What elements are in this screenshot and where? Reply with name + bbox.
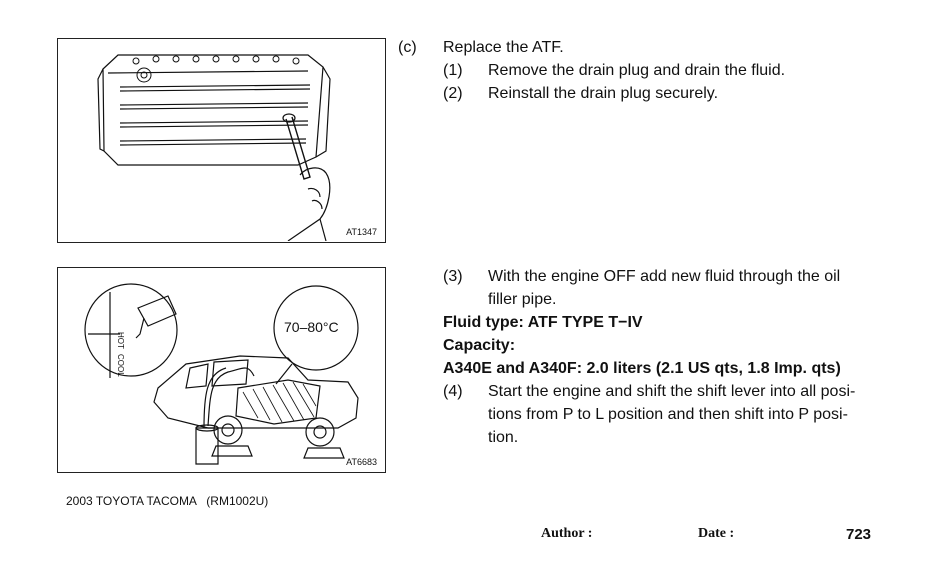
- step-4-line1: Start the engine and shift the shift lev…: [488, 383, 856, 400]
- figure-code: AT1347: [346, 227, 377, 237]
- dipstick-cool-label: COOL: [116, 354, 125, 377]
- figure-fill-atf: 70–80°C HOT COOL AT6683: [57, 267, 386, 473]
- step-2-text: Reinstall the drain plug securely.: [488, 85, 719, 102]
- step-4-line3: tion.: [488, 429, 519, 446]
- capacity-heading: Capacity:: [443, 337, 516, 354]
- fluid-type-spec: Fluid type: ATF TYPE T−IV: [443, 314, 643, 331]
- temperature-label: 70–80°C: [284, 319, 339, 335]
- figure-code: AT6683: [346, 457, 377, 467]
- page-number: 723: [846, 526, 872, 543]
- oil-pan-illustration: [97, 54, 331, 241]
- step-4-line2: tions from P to L position and then shif…: [488, 406, 848, 423]
- step-3-line2: filler pipe.: [488, 291, 557, 308]
- author-label: Author :: [541, 526, 593, 541]
- step-c-text: Replace the ATF.: [443, 39, 564, 56]
- step-2-marker: (2): [443, 85, 463, 102]
- figure-drain-plug: AT1347: [57, 38, 386, 243]
- document-identifier: 2003 TOYOTA TACOMA (RM1002U): [66, 494, 269, 508]
- step-1-marker: (1): [443, 62, 463, 79]
- dipstick-hot-label: HOT: [116, 332, 125, 349]
- step-c-marker: (c): [398, 39, 417, 56]
- date-label: Date :: [698, 526, 735, 541]
- capacity-value: A340E and A340F: 2.0 liters (2.1 US qts,…: [443, 360, 841, 377]
- step-3-line1: With the engine OFF add new fluid throug…: [488, 268, 841, 285]
- step-3-marker: (3): [443, 268, 463, 285]
- step-4-marker: (4): [443, 383, 463, 400]
- step-1-text: Remove the drain plug and drain the flui…: [488, 62, 786, 79]
- truck-fill-illustration: 70–80°C HOT COOL: [84, 283, 359, 465]
